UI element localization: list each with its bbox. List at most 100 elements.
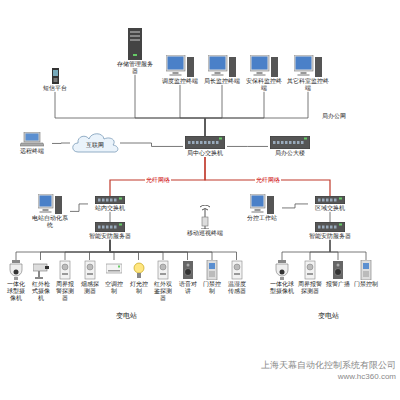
network-link: [205, 85, 222, 136]
node-label: 红外双鉴探测器: [152, 281, 175, 302]
node-label: 温湿度传感器: [225, 281, 248, 295]
network-link: [330, 240, 366, 260]
node-label: 局办公大楼: [268, 150, 312, 157]
rack-icon: [315, 196, 345, 204]
ac-icon: [106, 260, 122, 280]
device-node: 门禁控制: [353, 260, 379, 288]
device-node: 移动巡视终端: [185, 205, 225, 237]
node-label: 语音对讲: [176, 281, 199, 295]
device-node: 报警广播: [325, 260, 351, 288]
device-node: 红外枪式摄像机: [29, 260, 52, 302]
sensor-icon: [57, 260, 73, 280]
device-node: 温湿度传感器: [225, 260, 248, 295]
node-label: 电站自动化系统: [30, 215, 70, 229]
network-link: [110, 240, 114, 260]
door-icon: [204, 260, 220, 280]
speaker-icon: [180, 260, 196, 280]
phone-icon: [51, 68, 60, 84]
device-node: 周界报警探测器: [54, 260, 77, 302]
watermark: www.hc360.com: [338, 372, 396, 381]
pc-icon: [250, 55, 278, 77]
fiber-link: [110, 157, 205, 196]
pc-icon: [294, 55, 322, 77]
pc-icon: [208, 55, 236, 77]
edge-label: 光纤网络: [255, 177, 281, 184]
rack-icon: [315, 222, 345, 232]
light-icon: [131, 260, 147, 280]
network-link: [330, 240, 338, 260]
node-label: 空调控制: [103, 281, 126, 295]
node-label: 门禁控制: [201, 281, 224, 295]
device-node: 灯光控制: [127, 260, 150, 295]
node-label: 局长监控终端: [202, 78, 242, 85]
node-label: 一体化球型摄像机: [5, 281, 28, 302]
pc-icon: [166, 55, 194, 77]
device-node: 智能安防服务器: [307, 222, 353, 240]
node-label: 门禁控制: [353, 281, 379, 288]
device-node: 远程终端: [12, 132, 52, 155]
network-link: [110, 240, 212, 260]
network-link: [110, 240, 139, 260]
gun-icon: [33, 260, 49, 280]
network-link: [310, 240, 330, 260]
network-link: [205, 92, 264, 136]
node-label: 移动巡视终端: [185, 230, 225, 237]
network-link: [110, 240, 237, 260]
rack-icon: [95, 196, 125, 204]
speaker-icon: [330, 260, 346, 280]
sensor-icon: [302, 260, 318, 280]
network-link: [110, 240, 163, 260]
node-label: 灯光控制: [127, 281, 150, 295]
node-label: 短信平台: [40, 85, 70, 92]
node-label: 智能安防服务器: [87, 233, 133, 240]
sensor-icon: [229, 260, 245, 280]
network-link: [52, 143, 70, 144]
edge-label: 光纤网络: [145, 177, 171, 184]
device-node: 调度监控终端: [160, 55, 200, 85]
network-link: [55, 92, 205, 136]
network-link: [330, 212, 331, 222]
network-link: [227, 146, 268, 147]
device-node: 站内交换机: [88, 196, 132, 212]
device-node: 电站自动化系统: [30, 194, 70, 229]
node-label: 区域交换机: [308, 205, 352, 212]
node-label: 报警广播: [325, 281, 351, 288]
tower-icon: [127, 28, 143, 60]
node-label: 分控工作站: [242, 215, 282, 222]
device-node: 安保科监控终端: [244, 55, 284, 92]
device-node: 局中心交换机: [183, 136, 227, 157]
node-label: 互联网: [70, 131, 120, 149]
network-link: [135, 75, 205, 136]
rack-icon: [95, 222, 125, 232]
node-label: 远程终端: [12, 148, 52, 155]
rack-icon: [270, 136, 310, 149]
pc-icon: [38, 194, 62, 214]
fiber-link: [205, 157, 330, 196]
cloud-node: 互联网: [70, 130, 120, 156]
device-node: 其它科室监控终端: [287, 55, 329, 92]
device-node: 智能安防服务器: [87, 222, 133, 240]
node-label: 站内交换机: [88, 205, 132, 212]
area-label: 变电站: [318, 312, 339, 320]
device-node: 短信平台: [40, 68, 70, 92]
node-label: 安保科监控终端: [244, 78, 284, 92]
network-link: [65, 240, 110, 260]
device-node: 分控工作站: [242, 194, 282, 222]
node-label: 一体化球型摄像机: [269, 281, 295, 295]
sensor-icon: [155, 260, 171, 280]
device-node: 周界报警探测器: [297, 260, 323, 295]
node-label: 烟感探测器: [78, 281, 101, 295]
device-node: 存储管理服务器: [115, 28, 155, 75]
node-label: 其它科室监控终端: [287, 78, 329, 92]
sensor-icon: [82, 260, 98, 280]
network-link: [282, 240, 330, 260]
network-link: [110, 240, 188, 260]
network-link: [110, 212, 111, 222]
device-node: 空调控制: [103, 260, 126, 295]
door-icon: [358, 260, 374, 280]
device-node: 局长监控终端: [202, 55, 242, 85]
network-link: [180, 85, 205, 136]
node-label: 智能安防服务器: [307, 233, 353, 240]
rack-icon: [185, 136, 225, 149]
